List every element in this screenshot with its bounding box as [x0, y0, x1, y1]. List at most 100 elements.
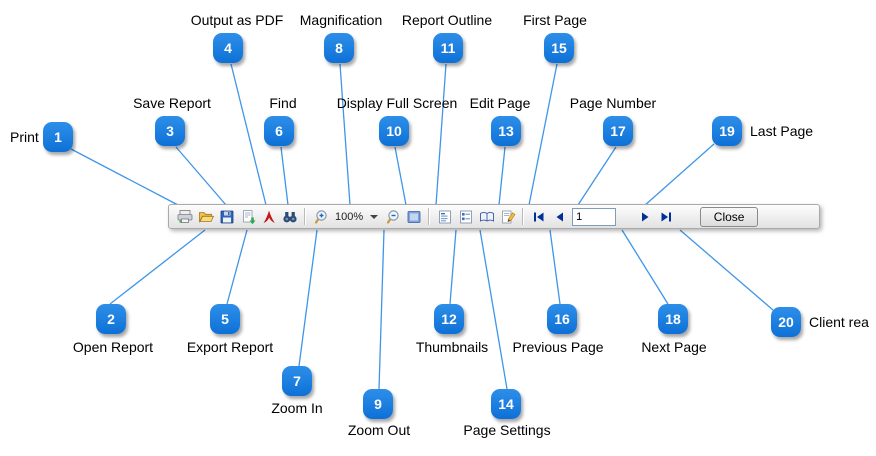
magnification-dropdown[interactable]: 100% [331, 207, 382, 226]
save-floppy-icon [220, 210, 233, 223]
callout-number: 10 [386, 123, 402, 139]
callout-number: 1 [54, 129, 62, 145]
callout-label-save-report: Save Report [133, 95, 211, 111]
toolbar-separator [304, 208, 306, 225]
callout-label-page-settings: Page Settings [463, 422, 551, 438]
callout-label-find: Find [269, 95, 297, 111]
callout-badge-5: 5 [210, 304, 240, 334]
callout-number: 7 [293, 373, 301, 389]
callout-badge-8: 8 [324, 33, 354, 63]
callout-number: 8 [335, 40, 343, 56]
full-screen-icon [407, 210, 421, 223]
edit-page-button[interactable] [497, 206, 518, 227]
page-settings-book-icon [479, 211, 494, 222]
toolbar-separator [522, 208, 525, 225]
callout-label-client-area: Client rea [809, 314, 869, 330]
callout-label-zoom-out: Zoom Out [347, 422, 411, 438]
callout-badge-15: 15 [544, 33, 574, 63]
save-report-button[interactable] [216, 206, 237, 227]
toolbar-separator [428, 208, 431, 225]
binoculars-icon [282, 211, 297, 222]
callout-badge-17: 17 [603, 116, 633, 146]
callout-number: 11 [440, 40, 456, 56]
callout-badge-6: 6 [264, 116, 294, 146]
edit-page-icon [501, 210, 516, 223]
callout-badge-12: 12 [434, 304, 464, 334]
callout-badge-7: 7 [282, 366, 312, 396]
callout-badge-9: 9 [363, 389, 393, 419]
callout-number: 9 [374, 396, 382, 412]
thumbnails-icon [459, 210, 472, 223]
callout-badge-20: 20 [771, 307, 801, 337]
callout-number: 6 [275, 123, 283, 139]
open-report-button[interactable] [195, 206, 216, 227]
first-page-button[interactable] [528, 206, 549, 227]
report-outline-icon [438, 210, 451, 223]
callout-number: 12 [441, 311, 457, 327]
callout-badge-1: 1 [43, 122, 73, 152]
zoom-in-button[interactable] [310, 206, 331, 227]
output-as-pdf-button[interactable] [258, 206, 279, 227]
callout-number: 15 [551, 40, 567, 56]
callout-label-magnification: Magnification [299, 12, 383, 28]
previous-page-button[interactable] [549, 206, 570, 227]
callout-number: 13 [498, 123, 514, 139]
callout-label-open-report: Open Report [72, 339, 154, 355]
callout-badge-3: 3 [155, 116, 185, 146]
print-icon [177, 209, 192, 223]
callout-badge-14: 14 [491, 389, 521, 419]
callout-badge-4: 4 [213, 33, 243, 63]
previous-page-icon [556, 212, 563, 221]
callout-number: 14 [498, 396, 514, 412]
callout-number: 16 [554, 311, 570, 327]
last-page-icon [661, 212, 671, 221]
callout-label-zoom-in: Zoom In [271, 400, 323, 416]
export-page-icon [242, 209, 255, 224]
callout-badge-16: 16 [547, 304, 577, 334]
callout-label-report-outline: Report Outline [401, 12, 493, 28]
report-viewer-toolbar: 100% [168, 204, 820, 229]
callout-number: 17 [610, 123, 626, 139]
last-page-button[interactable] [655, 206, 676, 227]
callout-label-output-as-pdf: Output as PDF [190, 12, 284, 28]
callout-badge-11: 11 [433, 33, 463, 63]
pdf-icon [263, 210, 275, 223]
callout-label-previous-page: Previous Page [512, 339, 604, 355]
callout-number: 3 [166, 123, 174, 139]
callout-label-edit-page: Edit Page [469, 95, 531, 111]
callout-badge-2: 2 [96, 304, 126, 334]
callout-number: 4 [224, 40, 232, 56]
next-page-icon [641, 212, 649, 221]
callout-badge-10: 10 [379, 116, 409, 146]
zoom-in-icon [314, 209, 327, 224]
callout-label-next-page: Next Page [641, 339, 707, 355]
callout-number: 19 [719, 123, 735, 139]
first-page-icon [533, 212, 544, 221]
callout-label-print: Print [10, 129, 39, 145]
callout-number: 5 [221, 311, 229, 327]
callout-label-export-report: Export Report [186, 339, 274, 355]
callout-number: 20 [778, 314, 794, 330]
zoom-out-icon [386, 209, 399, 224]
zoom-out-button[interactable] [382, 206, 403, 227]
callout-label-first-page: First Page [523, 12, 587, 28]
close-button[interactable]: Close [700, 206, 759, 227]
display-full-screen-button[interactable] [403, 206, 424, 227]
find-button[interactable] [279, 206, 300, 227]
print-button[interactable] [174, 206, 195, 227]
callout-number: 18 [665, 311, 681, 327]
chevron-down-icon [370, 214, 379, 219]
next-page-button[interactable] [634, 206, 655, 227]
page-number-input[interactable] [572, 207, 617, 226]
callout-number: 2 [107, 311, 115, 327]
callout-badge-18: 18 [658, 304, 688, 334]
thumbnails-button[interactable] [455, 206, 476, 227]
report-outline-button[interactable] [434, 206, 455, 227]
callout-label-thumbnails: Thumbnails [415, 339, 489, 355]
export-report-button[interactable] [237, 206, 258, 227]
callout-label-display-full-screen: Display Full Screen [336, 95, 458, 111]
callout-badge-13: 13 [491, 116, 521, 146]
zoom-level-value: 100% [335, 210, 364, 223]
page-settings-button[interactable] [476, 206, 497, 227]
callout-label-page-number: Page Number [569, 95, 657, 111]
